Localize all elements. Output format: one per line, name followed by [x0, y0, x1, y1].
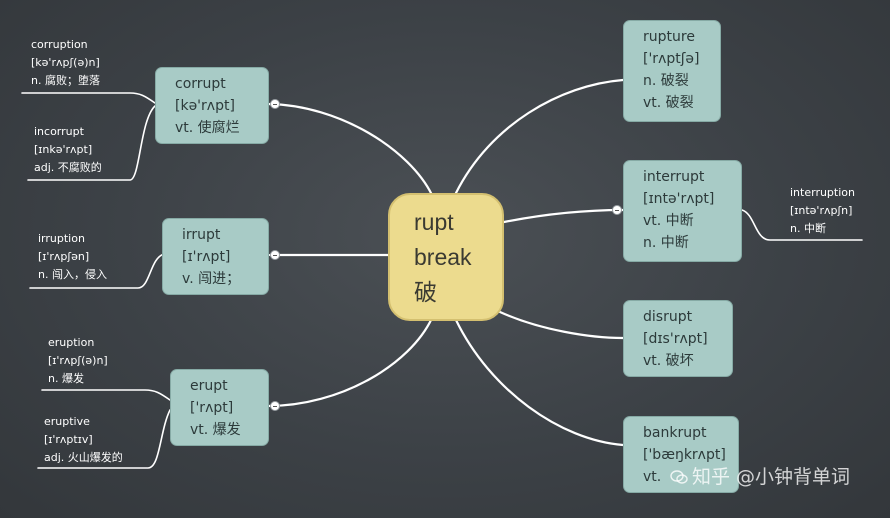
leaf-interruption[interactable]: interruption [ɪntə'rʌpʃn] n. 中断 — [790, 184, 855, 238]
meaning: n. 爆发 — [48, 372, 84, 385]
leaf-corruption[interactable]: corruption [kə'rʌpʃ(ə)n] n. 腐败；堕落 — [31, 36, 100, 90]
link-irrupt-irruption — [29, 253, 165, 289]
phonetic: ['rʌptʃə] — [643, 51, 700, 67]
word: disrupt — [643, 309, 693, 325]
word: eruption — [48, 336, 95, 349]
node-erupt[interactable]: erupt ['rʌpt] vt. 爆发 — [170, 369, 269, 446]
word: interrupt — [643, 169, 705, 185]
meaning: adj. 不腐败的 — [34, 161, 102, 174]
link-erupt-eruptive — [37, 409, 171, 469]
center-line: break — [414, 244, 472, 270]
word: irruption — [38, 232, 85, 245]
meaning: vt. — [643, 469, 662, 485]
word: corruption — [31, 38, 88, 51]
word: erupt — [190, 378, 228, 394]
link-center-rupture — [454, 78, 625, 195]
word: bankrupt — [643, 425, 707, 441]
center-node-rupt[interactable]: rupt break 破 — [388, 193, 504, 321]
phonetic: [ɪntə'rʌpʃn] — [790, 204, 853, 217]
leaf-eruptive[interactable]: eruptive [ɪ'rʌptɪv] adj. 火山爆发的 — [44, 413, 123, 467]
meaning: n. 中断 — [790, 222, 826, 235]
node-interrupt[interactable]: interrupt [ɪntə'rʌpt] vt. 中断 n. 中断 — [623, 160, 742, 262]
word: rupture — [643, 29, 695, 45]
meaning: vt. 破裂 — [643, 95, 694, 111]
link-center-disrupt — [498, 310, 625, 340]
collapse-minus-icon[interactable] — [270, 401, 280, 411]
phonetic: ['rʌpt] — [190, 400, 234, 416]
meaning: n. 腐败；堕落 — [31, 74, 100, 87]
leaf-eruption[interactable]: eruption [ɪ'rʌpʃ(ə)n] n. 爆发 — [48, 334, 108, 388]
phonetic: [ɪ'rʌpʃ(ə)n] — [48, 354, 108, 367]
watermark-text: 知乎 @小钟背单词 — [692, 466, 851, 488]
node-irrupt[interactable]: irrupt [ɪ'rʌpt] v. 闯进； — [162, 218, 269, 295]
link-center-bankrupt — [454, 318, 625, 447]
watermark: 知乎 @小钟背单词 — [670, 462, 850, 489]
link-corrupt-incorrupt — [27, 105, 156, 181]
phonetic: ['bæŋkrʌpt] — [643, 447, 726, 463]
meaning: n. 闯入，侵入 — [38, 268, 107, 281]
link-center-corrupt — [266, 102, 434, 197]
center-line: rupt — [414, 209, 454, 235]
zhihu-logo-icon — [670, 468, 688, 484]
meaning: n. 破裂 — [643, 73, 689, 89]
phonetic: [ɪnkə'rʌpt] — [34, 143, 93, 156]
center-line: 破 — [414, 279, 437, 305]
leaf-irruption[interactable]: irruption [ɪ'rʌpʃən] n. 闯入，侵入 — [38, 230, 107, 284]
meaning: vt. 爆发 — [190, 422, 241, 438]
node-disrupt[interactable]: disrupt [dɪs'rʌpt] vt. 破坏 — [623, 300, 733, 377]
word: irrupt — [182, 227, 221, 243]
link-center-interrupt — [502, 208, 625, 224]
word: eruptive — [44, 415, 90, 428]
collapse-minus-icon[interactable] — [612, 205, 622, 215]
phonetic: [ɪ'rʌptɪv] — [44, 433, 93, 446]
leaf-incorrupt[interactable]: incorrupt [ɪnkə'rʌpt] adj. 不腐败的 — [34, 123, 102, 177]
meaning: vt. 使腐烂 — [175, 120, 240, 136]
meaning: vt. 破坏 — [643, 353, 694, 369]
phonetic: [ɪ'rʌpʃən] — [38, 250, 90, 263]
word: corrupt — [175, 76, 226, 92]
link-erupt-eruption — [41, 389, 171, 401]
meaning: adj. 火山爆发的 — [44, 451, 123, 464]
collapse-minus-icon[interactable] — [270, 99, 280, 109]
phonetic: [kə'rʌpʃ(ə)n] — [31, 56, 100, 69]
phonetic: [ɪ'rʌpt] — [182, 249, 231, 265]
phonetic: [dɪs'rʌpt] — [643, 331, 708, 347]
node-rupture[interactable]: rupture ['rʌptʃə] n. 破裂 vt. 破裂 — [623, 20, 721, 122]
link-interrupt-interruption — [741, 209, 863, 241]
phonetic: [ɪntə'rʌpt] — [643, 191, 715, 207]
meaning: v. 闯进； — [182, 271, 241, 287]
word: interruption — [790, 186, 855, 199]
meaning: vt. 中断 — [643, 213, 694, 229]
collapse-minus-icon[interactable] — [270, 250, 280, 260]
word: incorrupt — [34, 125, 84, 138]
node-corrupt[interactable]: corrupt [kə'rʌpt] vt. 使腐烂 — [155, 67, 269, 144]
phonetic: [kə'rʌpt] — [175, 98, 235, 114]
link-center-erupt — [266, 316, 434, 408]
meaning: n. 中断 — [643, 235, 689, 251]
link-corrupt-corruption — [21, 92, 156, 104]
